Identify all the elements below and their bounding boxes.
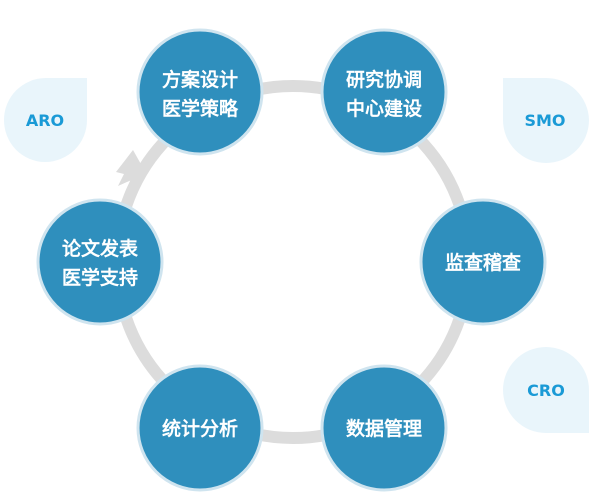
badge-smo: SMO (503, 77, 589, 163)
node-monitoring-audit: 监查稽查 (419, 198, 547, 326)
badge-shape (4, 78, 87, 162)
node-circle (419, 198, 547, 326)
node-label-line2: 医学策略 (162, 97, 239, 120)
node-label-line1: 论文发表 (62, 237, 139, 260)
node-statistical-analysis: 统计分析 (136, 364, 264, 492)
node-label-line1: 统计分析 (162, 417, 238, 440)
cycle-arrow-icon (116, 150, 142, 186)
node-circle (36, 198, 164, 326)
node-circle (320, 28, 448, 156)
badge-cro: CRO (503, 347, 589, 433)
node-label-line1: 研究协调 (346, 68, 422, 91)
node-label-line1: 数据管理 (346, 417, 422, 440)
badge-label: CRO (527, 381, 565, 400)
badge-shape (503, 347, 589, 433)
node-publication-support: 论文发表 医学支持 (36, 198, 164, 326)
badge-label: SMO (524, 111, 565, 130)
badge-label: ARO (26, 111, 64, 130)
node-plan-design: 方案设计 医学策略 (136, 28, 264, 156)
badge-aro: ARO (4, 78, 87, 162)
node-label-line2: 医学支持 (62, 266, 138, 289)
node-data-management: 数据管理 (320, 364, 448, 492)
node-label-line1: 方案设计 (162, 68, 238, 91)
node-label-line2: 中心建设 (346, 97, 422, 120)
node-label-line1: 监查稽查 (445, 251, 522, 274)
node-circle (136, 364, 264, 492)
node-circle (136, 28, 264, 156)
node-research-coordination: 研究协调 中心建设 (320, 28, 448, 156)
badge-shape (503, 77, 589, 163)
node-circle (320, 364, 448, 492)
